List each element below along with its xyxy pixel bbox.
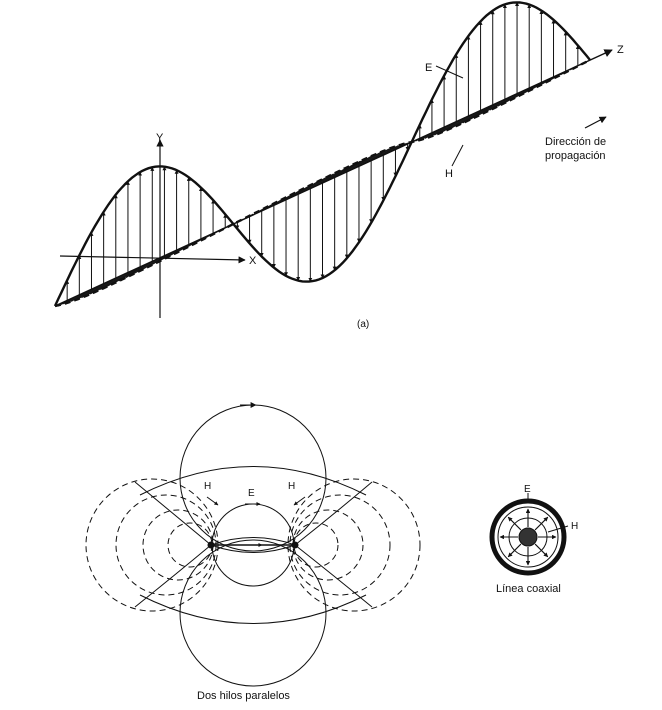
h-field-vector: [522, 78, 549, 95]
h-field-vector: [274, 189, 301, 206]
h-field-vector: [166, 242, 192, 259]
h-field-vector: [446, 108, 484, 131]
h-field-vector: [363, 147, 393, 165]
h-field-vector: [223, 226, 228, 230]
h-field-label: H: [445, 168, 453, 180]
wave-figure: Y X Z E H Dirección de propagación (a): [53, 1, 624, 330]
propagation-label-1: Dirección de: [545, 136, 606, 148]
h-field-vector: [94, 270, 133, 293]
h-dashed-circles-left: [85, 478, 219, 612]
h-field-vector: [482, 92, 519, 115]
h-field-vector: [381, 144, 402, 157]
coax-inner-conductor: [518, 527, 538, 547]
h-field-vector: [422, 127, 442, 140]
e-arc-left-outer: [134, 481, 212, 608]
h-field-vector: [415, 136, 424, 142]
z-axis-label: Z: [617, 44, 624, 56]
coax-e-rays: [499, 508, 557, 566]
coaxial-figure: [489, 493, 569, 576]
e-arc-bottom-wide: [139, 594, 367, 624]
h-field-vector: [268, 194, 292, 208]
e-arc-top-wide: [139, 466, 367, 496]
h-field-curve: [54, 58, 591, 308]
coax-e-label: E: [524, 484, 531, 495]
coax-outer-ring-inner: [497, 506, 559, 568]
h-field-vector: [140, 250, 175, 271]
h-field-vector: [68, 289, 91, 303]
conductor-right: [291, 541, 299, 549]
h-field-vector: [85, 275, 121, 297]
coax-caption: Línea coaxial: [496, 583, 561, 595]
h-arrow-right: [293, 496, 306, 506]
h-field-vector: [112, 261, 151, 285]
h-label-leader: [451, 144, 464, 167]
coax-e-vector: [534, 516, 549, 531]
conductor-left: [207, 541, 215, 549]
h-field-vector: [456, 103, 496, 126]
propagation-arrow: [584, 116, 607, 129]
coax-h-leader: [547, 525, 569, 533]
h-field-vector: [399, 142, 408, 148]
y-axis-label: Y: [156, 132, 164, 144]
e-field-arrows: [65, 1, 580, 301]
h-loop-top: [179, 404, 327, 552]
e-lens-top: [210, 537, 296, 546]
h-field-vector: [304, 169, 342, 192]
coax-e-vector: [534, 543, 549, 558]
coax-h-label: H: [571, 521, 578, 532]
coax-e-vector: [507, 516, 522, 531]
wires-caption: Dos hilos paralelos: [197, 690, 290, 702]
propagation-label-2: propagación: [545, 150, 606, 162]
h-field-vector: [352, 149, 386, 170]
h-arrow-left: [206, 496, 219, 506]
h-field-vector: [60, 297, 74, 305]
h-field-vector: [438, 114, 472, 135]
h-field-vector: [531, 76, 555, 90]
panel-label: (a): [357, 319, 369, 330]
h-field-vector: [328, 158, 367, 181]
coax-e-vector: [507, 543, 522, 558]
e-field-label: E: [425, 62, 432, 74]
h-field-vector: [310, 166, 348, 189]
wires-h-label-right: H: [288, 481, 295, 492]
e-label-leader: [435, 65, 464, 79]
h-field-vector: [475, 95, 513, 118]
h-field-vector: [413, 138, 418, 142]
e-arc-right-outer: [294, 481, 373, 608]
h-field-vector: [77, 281, 109, 300]
parallel-wires-figure: [85, 402, 421, 687]
h-field-vector: [340, 153, 377, 176]
h-field-vector: [430, 119, 460, 137]
e-lens-bottom: [210, 544, 296, 553]
h-loop-bottom: [179, 539, 327, 687]
h-field-vector: [157, 245, 186, 263]
e-field-curve: [53, 1, 591, 307]
wires-e-label: E: [248, 488, 255, 499]
h-dashed-circles-right: [287, 478, 421, 612]
wires-h-label-left: H: [204, 481, 211, 492]
x-axis-label: X: [249, 255, 257, 267]
